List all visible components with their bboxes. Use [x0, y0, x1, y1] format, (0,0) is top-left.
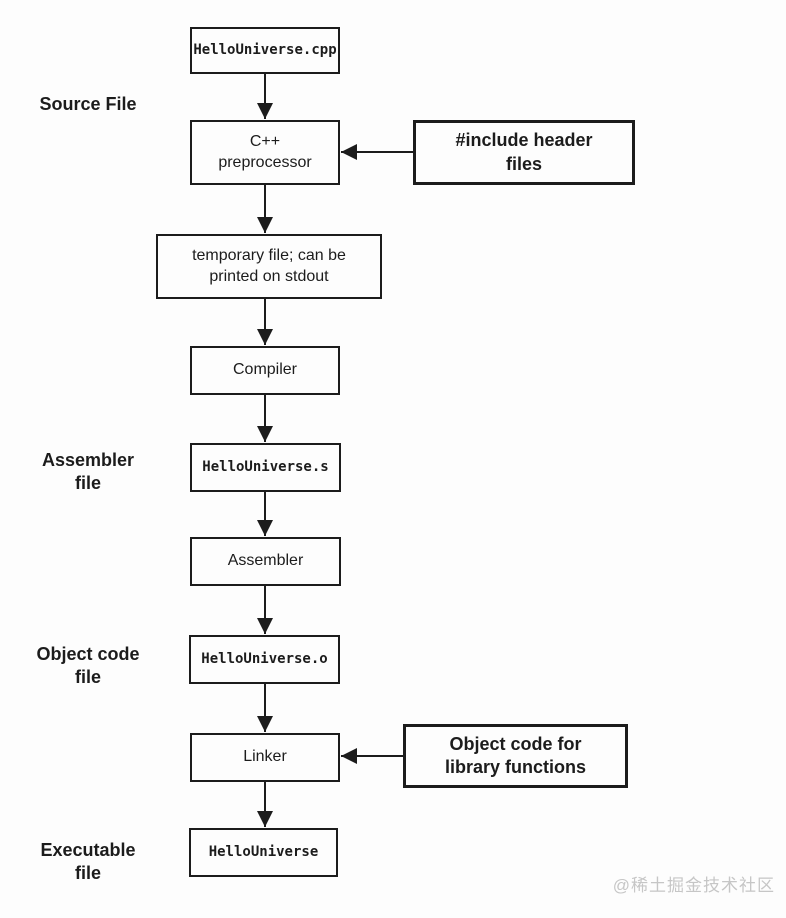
node-library-objects-box: Object code for library functions: [403, 724, 628, 788]
node-include-headers-label: #include header files: [455, 130, 593, 174]
node-linker-label: Linker: [243, 748, 287, 766]
node-obj-file-box: HelloUniverse.o: [189, 635, 340, 684]
node-compiler-box: Compiler: [190, 346, 340, 395]
stage-label-object-code-file: Object code file: [36, 644, 140, 687]
stage-label-source-file: Source File: [39, 94, 137, 114]
node-executable-box: HelloUniverse: [189, 828, 338, 877]
node-preprocessor-box: C++ preprocessor: [190, 120, 340, 185]
node-library-objects-label: Object code for library functions: [444, 733, 587, 777]
node-include-headers-box: #include header files: [413, 120, 635, 185]
node-source-file-box: HelloUniverse.cpp: [190, 27, 340, 74]
node-executable-label: HelloUniverse: [208, 844, 319, 861]
node-linker-box: Linker: [190, 733, 340, 782]
node-obj-file-label: HelloUniverse.o: [201, 651, 328, 668]
node-asm-file-label: HelloUniverse.s: [202, 459, 329, 476]
stage-label-executable-file: Executable file: [40, 840, 136, 883]
node-compiler-label: Compiler: [232, 361, 297, 379]
node-assembler-label: Assembler: [227, 552, 304, 570]
node-source-file-label: HelloUniverse.cpp: [193, 42, 337, 59]
stage-label-assembler-file: Assembler file: [41, 450, 135, 493]
node-assembler-box: Assembler: [190, 537, 341, 586]
node-temp-file-box: temporary file; can be printed on stdout: [156, 234, 382, 299]
watermark-text: @稀土掘金技术社区: [612, 876, 775, 895]
node-temp-file-label: temporary file; can be printed on stdout: [192, 246, 346, 285]
node-preprocessor-label: C++ preprocessor: [218, 132, 312, 171]
node-asm-file-box: HelloUniverse.s: [190, 443, 341, 492]
